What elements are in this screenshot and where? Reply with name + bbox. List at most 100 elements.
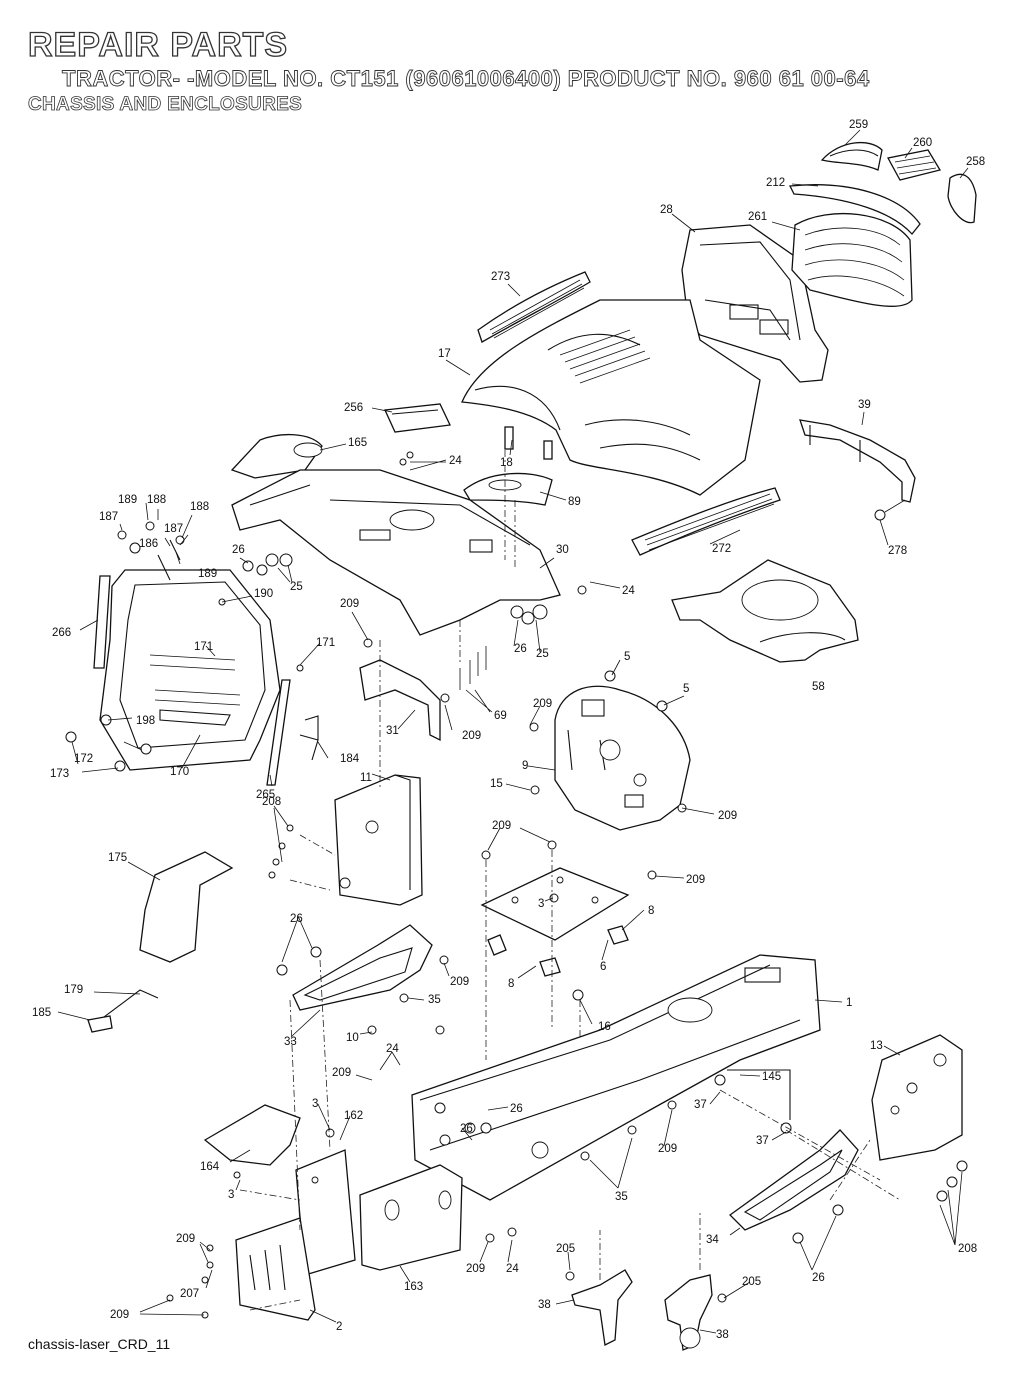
heat-shield-175 — [139, 851, 234, 963]
callout-187a: 187 — [99, 511, 118, 523]
callout-labels: 259 260 258 212 28 261 273 17 256 165 24… — [32, 119, 985, 1341]
headlight-lens-258 — [947, 173, 977, 224]
dash-panel-89 — [463, 472, 553, 506]
callout-188b: 188 — [190, 501, 209, 513]
callout-8b: 8 — [508, 978, 514, 990]
callout-37b: 37 — [756, 1135, 769, 1147]
hardware-bolts — [166, 451, 968, 1319]
side-panel-163 — [359, 1164, 463, 1271]
callout-24d: 24 — [506, 1263, 519, 1275]
callout-173: 173 — [50, 768, 69, 780]
callout-89: 89 — [568, 496, 581, 508]
latch-184 — [299, 715, 319, 761]
callout-164: 164 — [200, 1161, 220, 1173]
callout-184: 184 — [340, 753, 360, 765]
callout-3c: 3 — [228, 1189, 234, 1201]
side-trim-265 — [266, 679, 291, 786]
callout-8a: 8 — [648, 905, 654, 917]
callout-278: 278 — [888, 545, 907, 557]
callout-26e: 26 — [460, 1123, 473, 1135]
callout-189a: 189 — [118, 494, 137, 506]
callout-179: 179 — [64, 984, 83, 996]
callout-266: 266 — [52, 627, 71, 639]
chassis-frame-1 — [411, 954, 821, 1201]
handle-185 — [87, 1015, 113, 1033]
callout-209c: 209 — [462, 730, 481, 742]
callout-209b: 209 — [533, 698, 552, 710]
callout-37a: 37 — [694, 1099, 707, 1111]
bracket-38-right — [664, 1274, 713, 1351]
callout-212: 212 — [766, 177, 785, 189]
callout-69: 69 — [494, 710, 507, 722]
callout-209l: 209 — [110, 1309, 129, 1321]
callout-6: 6 — [600, 961, 606, 973]
callout-26a: 26 — [232, 544, 245, 556]
callout-9: 9 — [522, 760, 528, 772]
callout-209e: 209 — [492, 820, 511, 832]
callout-209f: 209 — [686, 874, 705, 886]
callout-13: 13 — [870, 1040, 883, 1052]
callout-24a: 24 — [449, 455, 462, 467]
callout-209a: 209 — [340, 598, 359, 610]
screw-278 — [874, 499, 906, 521]
callout-1: 1 — [846, 997, 852, 1009]
callout-26c: 26 — [290, 913, 303, 925]
callout-11: 11 — [360, 772, 372, 784]
callout-273: 273 — [491, 271, 510, 283]
callout-205b: 205 — [742, 1276, 761, 1288]
callout-24c: 24 — [386, 1043, 399, 1055]
callout-172: 172 — [74, 753, 93, 765]
footrest-33 — [292, 924, 433, 1011]
callout-265: 265 — [256, 789, 275, 801]
callout-35b: 35 — [615, 1191, 628, 1203]
callout-3a: 3 — [538, 898, 544, 910]
callout-34: 34 — [706, 1234, 719, 1246]
diagram-caption: chassis-laser_CRD_11 — [28, 1336, 171, 1352]
hood-17 — [461, 299, 761, 496]
callout-26d: 26 — [510, 1103, 523, 1115]
washer-26-top — [242, 553, 293, 576]
model-subtitle: TRACTOR- -MODEL NO. CT151 (96061006400) … — [62, 66, 870, 92]
callout-256: 256 — [344, 402, 363, 414]
dash-housing-9 — [554, 685, 691, 831]
callout-145: 145 — [762, 1071, 781, 1083]
mower-deck-cover-58 — [671, 559, 859, 663]
callout-209i: 209 — [658, 1143, 677, 1155]
callout-188a: 188 — [147, 494, 166, 506]
leader-lines — [57, 129, 969, 1334]
washer-26-mid — [510, 604, 548, 625]
callout-171b: 171 — [194, 641, 213, 653]
callout-38a: 38 — [538, 1299, 551, 1311]
callout-208b: 208 — [958, 1243, 977, 1255]
access-cover-256 — [384, 403, 451, 433]
callout-162: 162 — [344, 1110, 363, 1122]
callout-165: 165 — [348, 437, 367, 449]
callout-24b: 24 — [622, 585, 635, 597]
bracket-38-left — [571, 1269, 633, 1346]
side-panel-11 — [334, 774, 423, 906]
callout-18: 18 — [500, 457, 513, 469]
callout-38b: 38 — [716, 1329, 729, 1341]
callout-272: 272 — [712, 543, 731, 555]
clips-8 — [487, 925, 629, 977]
lever-179 — [99, 989, 159, 1021]
callout-259: 259 — [849, 119, 868, 131]
callout-25a: 25 — [290, 581, 303, 593]
callout-189b: 189 — [198, 568, 217, 580]
callout-16: 16 — [598, 1021, 611, 1033]
callout-30: 30 — [556, 544, 569, 556]
bolts-69 — [459, 646, 487, 690]
washers-198-172 — [65, 714, 152, 772]
hood-bracket-18 — [504, 426, 553, 460]
trim-strip-212 — [788, 184, 921, 236]
callout-58: 58 — [812, 681, 825, 693]
side-vent-273 — [477, 271, 591, 343]
grille-insert-261 — [791, 212, 913, 307]
callout-15: 15 — [490, 778, 503, 790]
callout-39: 39 — [858, 399, 871, 411]
callout-26f: 26 — [812, 1272, 825, 1284]
callout-33: 33 — [284, 1036, 297, 1048]
section-title: CHASSIS AND ENCLOSURES — [28, 94, 303, 116]
callout-2: 2 — [336, 1321, 342, 1333]
callout-28: 28 — [660, 204, 673, 216]
